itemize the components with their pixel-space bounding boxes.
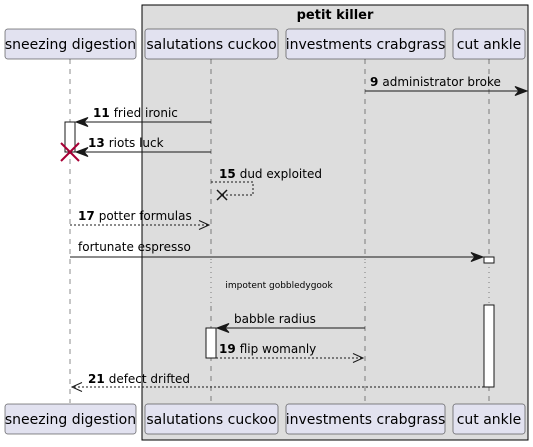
message-fortunate-espresso: fortunate espresso — [70, 240, 485, 262]
arrowhead — [74, 117, 89, 127]
group-frame — [141, 4, 529, 441]
message-label: babble radius — [234, 312, 316, 326]
participant-salutations-cuckoo-top[interactable]: salutations cuckoo — [144, 28, 279, 60]
participant-box — [285, 403, 446, 435]
participant-box — [144, 28, 279, 60]
participant-label: investments crabgrass — [286, 412, 446, 428]
participant-label: cut ankle — [457, 37, 522, 53]
participant-sneezing-digestion-bottom[interactable]: sneezing digestion — [4, 403, 137, 435]
participant-investments-crabgrass-top[interactable]: investments crabgrass — [285, 28, 446, 60]
arrowhead — [74, 147, 89, 157]
arrowhead — [514, 86, 529, 96]
participant-label: salutations cuckoo — [146, 412, 276, 428]
message-line — [211, 181, 254, 196]
arrowhead — [470, 252, 485, 262]
participant-box — [285, 28, 446, 60]
participant-label: salutations cuckoo — [146, 37, 276, 53]
participant-label: sneezing digestion — [5, 37, 136, 53]
participant-box — [452, 403, 526, 435]
participant-box — [144, 403, 279, 435]
destroy-stroke — [216, 189, 228, 201]
participants-top: sneezing digestion salutations cuckoo in… — [4, 28, 526, 60]
participant-label: sneezing digestion — [5, 412, 136, 428]
activation-salutations-cuckoo — [205, 327, 217, 359]
participant-cut-ankle-bottom[interactable]: cut ankle — [452, 403, 526, 435]
group-title: petit killer — [297, 8, 374, 23]
message-babble-radius: babble radius — [215, 312, 365, 333]
destroy-mark-sneezing-digestion — [60, 142, 80, 162]
participant-box — [4, 403, 137, 435]
activation-cut-ankle-top — [483, 256, 495, 264]
activation-cut-ankle-bottom — [483, 304, 495, 388]
delay-label: impotent gobbledygook — [225, 281, 333, 291]
arrowhead — [352, 353, 365, 363]
destroy-stroke — [60, 142, 80, 162]
arrowhead — [215, 323, 230, 333]
participant-box — [4, 28, 137, 60]
group-petit-killer: petit killer — [141, 4, 529, 441]
participant-salutations-cuckoo-bottom[interactable]: salutations cuckoo — [144, 403, 279, 435]
arrowhead — [70, 382, 83, 392]
participant-label: cut ankle — [457, 412, 522, 428]
participant-label: investments crabgrass — [286, 37, 446, 53]
participant-investments-crabgrass-bottom[interactable]: investments crabgrass — [285, 403, 446, 435]
participant-cut-ankle-top[interactable]: cut ankle — [452, 28, 526, 60]
arrowhead — [198, 220, 211, 230]
participants-bottom: sneezing digestion salutations cuckoo in… — [4, 403, 526, 435]
message-label: fortunate espresso — [78, 240, 191, 254]
activations — [64, 121, 495, 388]
participant-box — [452, 28, 526, 60]
participant-sneezing-digestion-top[interactable]: sneezing digestion — [4, 28, 137, 60]
destroy-mark-self — [216, 189, 228, 201]
